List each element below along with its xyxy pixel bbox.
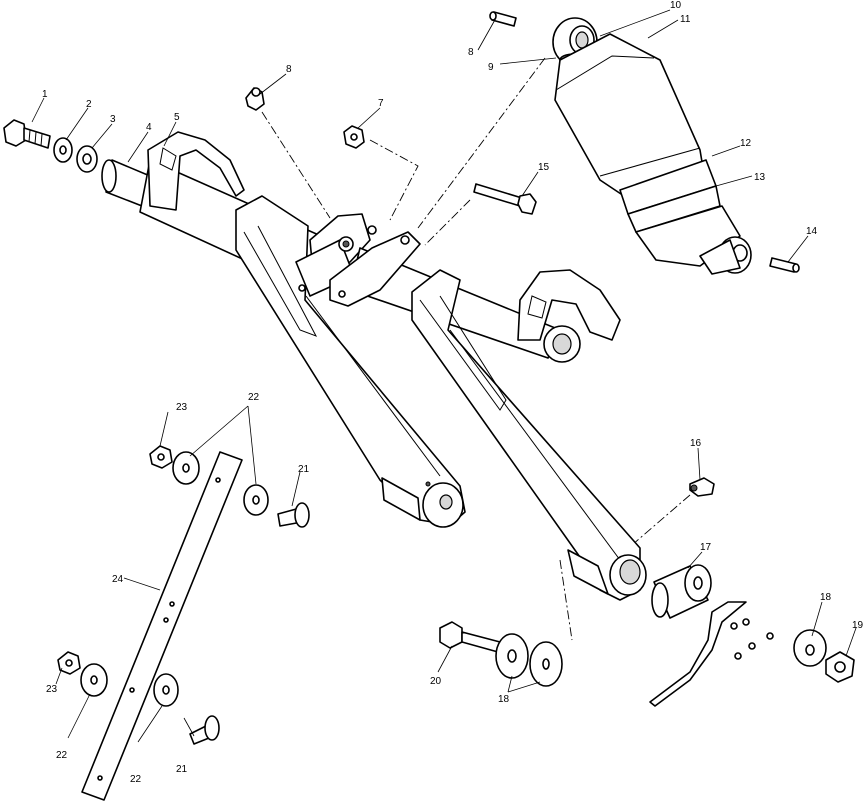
callout-1: 1	[42, 89, 48, 100]
callout-21-bottom: 21	[176, 764, 188, 775]
washer-part-2	[53, 137, 73, 163]
callout-18-right: 18	[820, 592, 832, 603]
callout-20: 20	[430, 676, 442, 687]
callout-14: 14	[806, 226, 818, 237]
callout-17: 17	[700, 542, 712, 553]
callout-13: 13	[754, 172, 766, 183]
callout-23-bottom: 23	[46, 684, 58, 695]
washer-part-22-b	[243, 484, 269, 516]
callout-8-fitting: 8	[286, 64, 292, 75]
callout-3: 3	[110, 114, 116, 125]
callout-21-top: 21	[298, 464, 310, 475]
callout-4: 4	[146, 122, 152, 133]
washer-part-18-left-b	[529, 641, 563, 687]
washer-part-18-left-a	[495, 633, 529, 679]
washer-part-22-a	[172, 451, 200, 485]
callout-2: 2	[86, 99, 92, 110]
callout-19: 19	[852, 620, 864, 631]
nut-part-7	[343, 125, 365, 149]
callout-11: 11	[680, 14, 691, 25]
bolt-part-1	[3, 119, 51, 149]
nut-part-19	[825, 651, 855, 683]
callout-22-top: 22	[248, 392, 260, 403]
callout-22-left: 22	[56, 750, 68, 761]
alignment-lines	[261, 57, 691, 641]
spring-strip	[649, 601, 774, 707]
bolt-part-20	[439, 621, 501, 653]
callout-16: 16	[690, 438, 702, 449]
callout-24: 24	[112, 574, 124, 585]
shock-absorber	[552, 17, 752, 275]
pin-part-21-top	[277, 502, 310, 528]
callout-10: 10	[670, 0, 682, 11]
bushing-part-17	[651, 564, 712, 619]
pin-part-8-top	[489, 11, 517, 27]
washer-part-22-c	[80, 663, 108, 697]
callout-15: 15	[538, 162, 550, 173]
left-torque-arm	[139, 131, 466, 528]
nut-part-23-top	[149, 445, 173, 469]
washer-part-18-right	[793, 629, 827, 667]
washer-part-3	[76, 145, 98, 173]
callout-22-bottom: 22	[130, 774, 142, 785]
nut-part-23-bottom	[57, 651, 81, 675]
pin-part-14	[769, 257, 800, 273]
callout-18-left: 18	[498, 694, 510, 705]
right-torque-arm	[329, 231, 647, 601]
callout-7: 7	[378, 98, 384, 109]
callout-12: 12	[740, 138, 752, 149]
callout-labels: 1 2 3 4 5 8 7 8 9 10 11 12 13 14 15 16 1…	[42, 0, 864, 785]
bolt-part-15	[473, 183, 537, 215]
callout-23-top: 23	[176, 402, 188, 413]
grease-fitting-part-8	[245, 87, 265, 111]
washer-part-22-d	[153, 673, 179, 707]
pin-part-21-bottom	[189, 715, 220, 745]
limiter-strap-part-24	[81, 451, 243, 801]
grease-fitting-part-16	[689, 477, 715, 497]
callout-8-pin: 8	[468, 47, 474, 58]
callout-5: 5	[174, 112, 180, 123]
leader-lines	[31, 9, 857, 743]
callout-9: 9	[488, 62, 494, 73]
